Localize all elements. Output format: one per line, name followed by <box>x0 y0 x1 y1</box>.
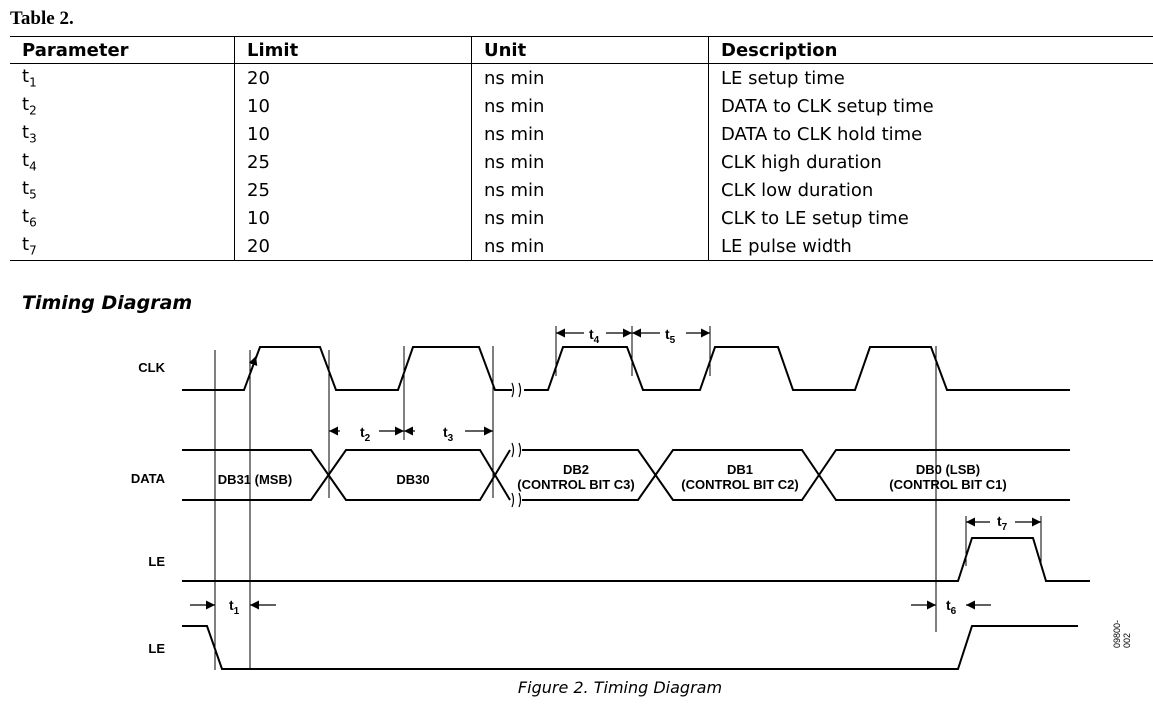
db0-label: DB0 (LSB) <box>916 462 980 477</box>
unit-cell: ns min <box>471 120 709 148</box>
db2-label: DB2 <box>563 462 589 477</box>
limit-cell: 20 <box>234 63 472 92</box>
db2-control-label: (CONTROL BIT C3) <box>517 477 634 492</box>
param-cell: t2 <box>22 94 37 118</box>
header-description: Description <box>708 36 1153 64</box>
param-cell: t5 <box>22 178 37 202</box>
description-cell: LE pulse width <box>708 232 1153 261</box>
unit-cell: ns min <box>471 176 709 204</box>
data-waveform <box>182 442 1070 508</box>
param-cell: t4 <box>22 150 37 174</box>
figure-caption: Figure 2. Timing Diagram <box>517 678 723 697</box>
le-signal-label: LE <box>148 554 165 569</box>
clk-waveform <box>182 346 1070 398</box>
reference-lines <box>214 326 1042 670</box>
table-caption: Table 2. <box>10 8 74 29</box>
t5-label: t5 <box>665 326 676 346</box>
description-cell: DATA to CLK hold time <box>708 120 1153 148</box>
param-cell: t1 <box>22 66 37 90</box>
le-waveform <box>182 537 1090 582</box>
unit-cell: ns min <box>471 92 709 120</box>
db31-label: DB31 (MSB) <box>218 472 292 487</box>
section-title: Timing Diagram <box>22 292 193 314</box>
le-bar-signal-label: LE <box>148 641 165 656</box>
description-cell: CLK to LE setup time <box>708 204 1153 232</box>
t3-label: t3 <box>443 424 454 444</box>
description-cell: DATA to CLK setup time <box>708 92 1153 120</box>
unit-cell: ns min <box>471 232 709 261</box>
limit-cell: 10 <box>234 204 472 232</box>
t4-label: t4 <box>589 326 600 346</box>
data-signal-label: DATA <box>131 471 166 486</box>
unit-cell: ns min <box>471 148 709 176</box>
table-header-row: Parameter Limit Unit Description <box>10 36 1153 64</box>
param-cell: t7 <box>10 232 235 261</box>
limit-cell: 25 <box>234 176 472 204</box>
header-unit: Unit <box>471 36 709 64</box>
unit-cell: ns min <box>471 204 709 232</box>
db30-label: DB30 <box>396 472 429 487</box>
t6-label: t6 <box>946 597 957 617</box>
unit-cell: ns min <box>471 63 709 92</box>
document-code: 09800-002 <box>1112 619 1132 648</box>
header-limit: Limit <box>234 36 472 64</box>
t1-label: t1 <box>229 597 240 617</box>
description-cell: CLK high duration <box>708 148 1153 176</box>
param-cell: t3 <box>22 122 37 146</box>
db1-label: DB1 <box>727 462 753 477</box>
param-cell: t6 <box>22 206 37 230</box>
header-parameter: Parameter <box>10 36 235 64</box>
limit-cell: 10 <box>234 120 472 148</box>
t2-label: t2 <box>360 424 371 444</box>
db0-control-label: (CONTROL BIT C1) <box>889 477 1006 492</box>
clk-signal-label: CLK <box>138 360 165 375</box>
limit-cell: 10 <box>234 92 472 120</box>
description-cell: CLK low duration <box>708 176 1153 204</box>
t7-label: t7 <box>997 513 1008 533</box>
description-cell: LE setup time <box>708 63 1153 92</box>
limit-cell: 20 <box>234 232 472 261</box>
limit-cell: 25 <box>234 148 472 176</box>
timing-arrows <box>190 328 1041 610</box>
db1-control-label: (CONTROL BIT C2) <box>681 477 798 492</box>
le-bar-waveform <box>182 625 1078 670</box>
